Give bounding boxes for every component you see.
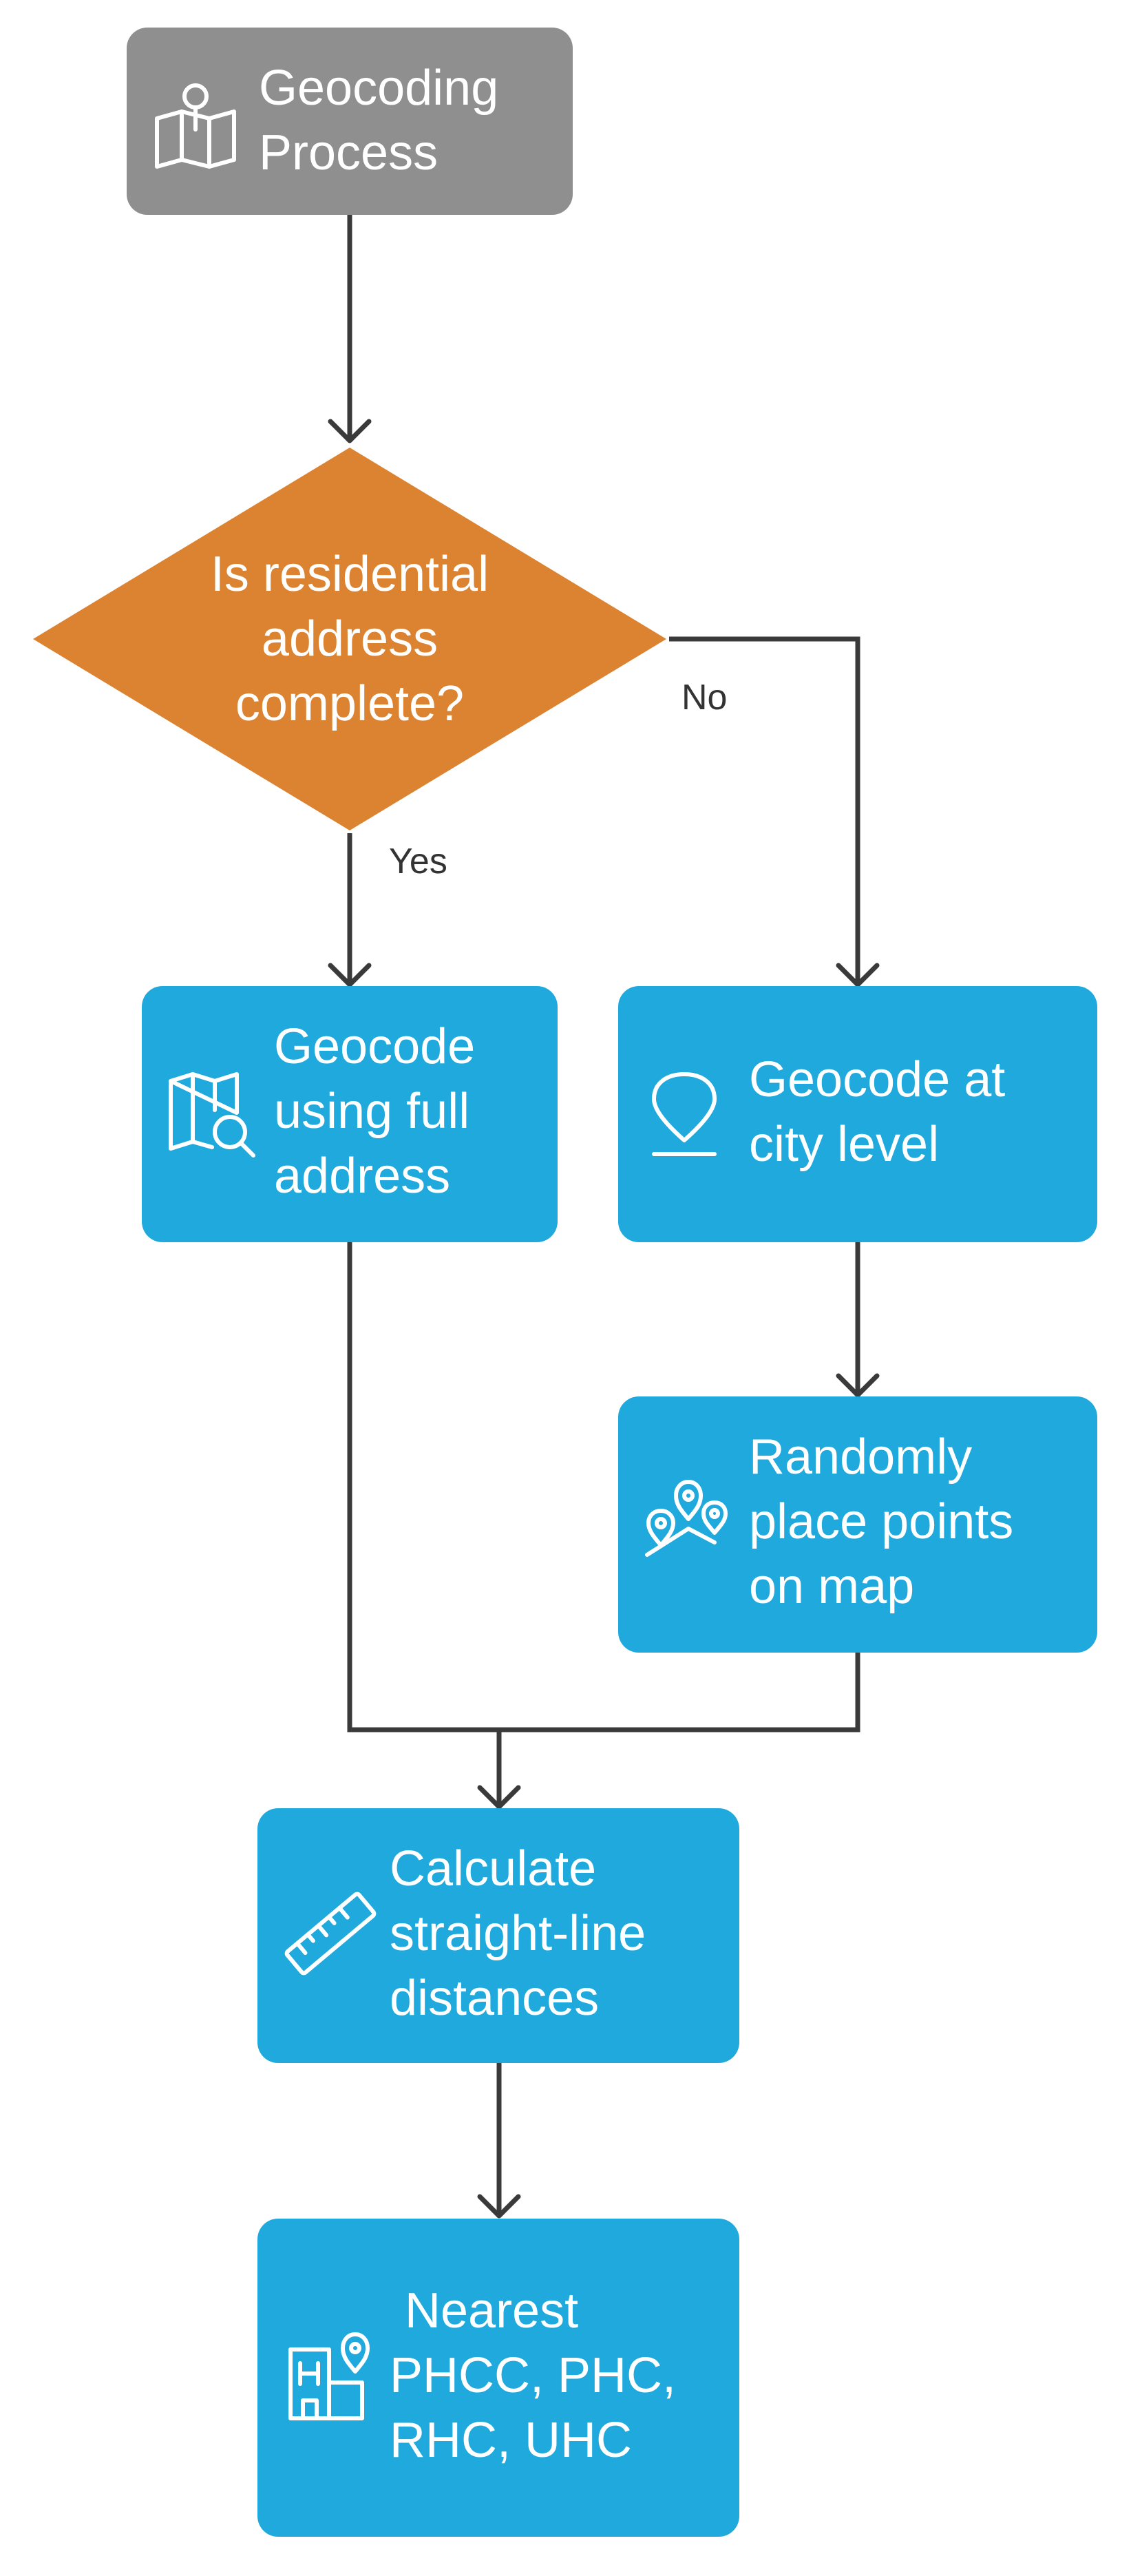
distances-node-box	[257, 1808, 739, 2063]
edge-label-no: No	[681, 678, 727, 718]
arrowhead-nearest	[477, 2194, 521, 2219]
full-address-node-box	[142, 986, 558, 1242]
decision-node-line-1: Is residential	[211, 547, 489, 602]
full-address-node-line-1: Geocode	[274, 1019, 475, 1074]
random-points-node-line-2: place points	[749, 1494, 1013, 1549]
multiple-pins-icon	[645, 1480, 728, 1557]
random-points-node-line-1: Randomly	[749, 1430, 972, 1485]
nearest-node: Nearest PHCC, PHC, RHC, UHC	[257, 2219, 739, 2537]
city-level-node-line-2: city level	[749, 1117, 939, 1172]
hospital-location-icon	[288, 2332, 370, 2420]
decision-node-line-3: complete?	[235, 676, 464, 731]
distances-node-line-3: distances	[390, 1971, 599, 2026]
arrowhead-random-points	[836, 1373, 880, 1398]
decision-node: Is residential address complete?	[33, 448, 666, 830]
arrowhead-distances	[477, 1785, 521, 1810]
distances-node: Calculate straight-line distances	[257, 1808, 739, 2063]
city-level-node-box	[618, 986, 1097, 1242]
full-address-node: Geocode using full address	[142, 986, 558, 1242]
random-points-node-box	[618, 1396, 1097, 1653]
edge-random-to-merge	[499, 1653, 860, 1732]
decision-node-line-2: address	[262, 611, 438, 667]
decision-node-diamond	[33, 448, 666, 830]
map-search-icon	[169, 1072, 255, 1158]
distances-node-line-2: straight-line	[390, 1906, 646, 1961]
location-pin-icon	[652, 1072, 717, 1156]
edge-full-to-merge	[347, 1242, 499, 1732]
edge-label-yes: Yes	[389, 841, 447, 881]
random-points-node: Randomly place points on map	[618, 1396, 1097, 1653]
full-address-node-line-3: address	[274, 1149, 450, 1204]
start-node-box	[127, 28, 573, 215]
arrowhead-full-address	[328, 963, 372, 987]
arrowhead-city-level	[836, 963, 880, 987]
random-points-node-line-3: on map	[749, 1559, 914, 1614]
nearest-node-line-3: RHC, UHC	[390, 2413, 632, 2468]
start-node-line-1: Geocoding	[259, 61, 498, 116]
city-level-node: Geocode at city level	[618, 986, 1097, 1242]
start-node-line-2: Process	[259, 125, 438, 180]
nearest-node-line-2: PHCC, PHC,	[390, 2348, 676, 2403]
connectors	[328, 215, 880, 2219]
distances-node-line-1: Calculate	[390, 1841, 596, 1896]
edge-no	[669, 636, 860, 985]
arrowhead-decision	[328, 419, 372, 443]
nearest-node-line-1: Nearest	[405, 2283, 578, 2338]
full-address-node-line-2: using full	[274, 1084, 469, 1139]
map-pin-icon	[155, 83, 236, 169]
city-level-node-line-1: Geocode at	[749, 1052, 1005, 1107]
ruler-icon	[284, 1892, 377, 1976]
start-node: Geocoding Process	[127, 28, 573, 215]
nearest-node-box	[257, 2219, 739, 2537]
